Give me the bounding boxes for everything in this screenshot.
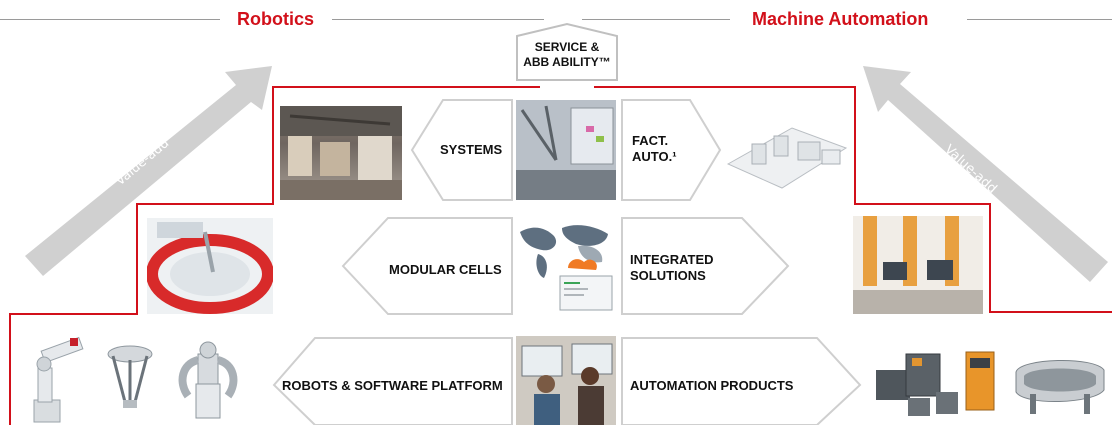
- packaging-machines-photo: [853, 216, 983, 314]
- header-rule: [582, 19, 730, 20]
- systems-label: SYSTEMS: [440, 142, 503, 157]
- factory-automation-line1: FACT.: [632, 133, 669, 148]
- header-rule: [0, 19, 220, 20]
- automation-products-label: AUTOMATION PRODUCTS: [630, 378, 794, 393]
- automation-products-chevron: [621, 337, 862, 425]
- engineers-at-monitor-photo: [516, 336, 616, 425]
- servo-drives-photo: [870, 344, 1000, 425]
- service-house-shape: [516, 22, 618, 81]
- machine-automation-boundary-line: [594, 86, 1112, 313]
- circular-robot-cell-photo: [147, 218, 273, 314]
- modular-cells-chevron: [341, 217, 513, 315]
- world-map-cloud-dashboard-graphic: [516, 218, 616, 314]
- industrial-robot-arm-photo: [20, 334, 90, 425]
- service-label: SERVICE & ABB ABILITY™: [517, 40, 617, 70]
- service-label-line2: ABB ABILITY™: [523, 55, 611, 69]
- delta-picker-robot-photo: [95, 342, 165, 422]
- conveyor-track-photo: [1010, 350, 1110, 418]
- robotics-boundary-line: [9, 86, 540, 425]
- machine-automation-heading: Machine Automation: [752, 9, 929, 29]
- factory-automation-render: [722, 104, 848, 198]
- factory-automation-line2: AUTO.¹: [632, 149, 677, 164]
- header-rule: [967, 19, 1112, 20]
- factory-automation-chevron: [621, 99, 722, 201]
- integrated-solutions-line2: SOLUTIONS: [630, 268, 706, 283]
- integrated-solutions-label: INTEGRATED SOLUTIONS: [630, 252, 714, 284]
- factory-assembly-line-photo: [280, 106, 402, 200]
- robotics-heading: Robotics: [237, 9, 315, 29]
- robots-software-label: ROBOTS & SOFTWARE PLATFORM: [282, 378, 503, 393]
- dual-arm-robot-photo: [172, 340, 244, 422]
- modular-cells-label: MODULAR CELLS: [389, 262, 502, 277]
- integrated-solutions-line1: INTEGRATED: [630, 252, 714, 267]
- systems-chevron: [410, 99, 513, 201]
- value-add-arrow-left: [25, 66, 272, 276]
- robots-software-chevron: [272, 337, 513, 425]
- value-add-arrow-right: [863, 66, 1108, 282]
- factory-automation-label: FACT. AUTO.¹: [632, 133, 677, 165]
- integrated-solutions-chevron: [621, 217, 790, 315]
- header-rule: [332, 19, 544, 20]
- service-label-line1: SERVICE &: [534, 40, 600, 54]
- delta-robot-cell-photo: [516, 100, 616, 200]
